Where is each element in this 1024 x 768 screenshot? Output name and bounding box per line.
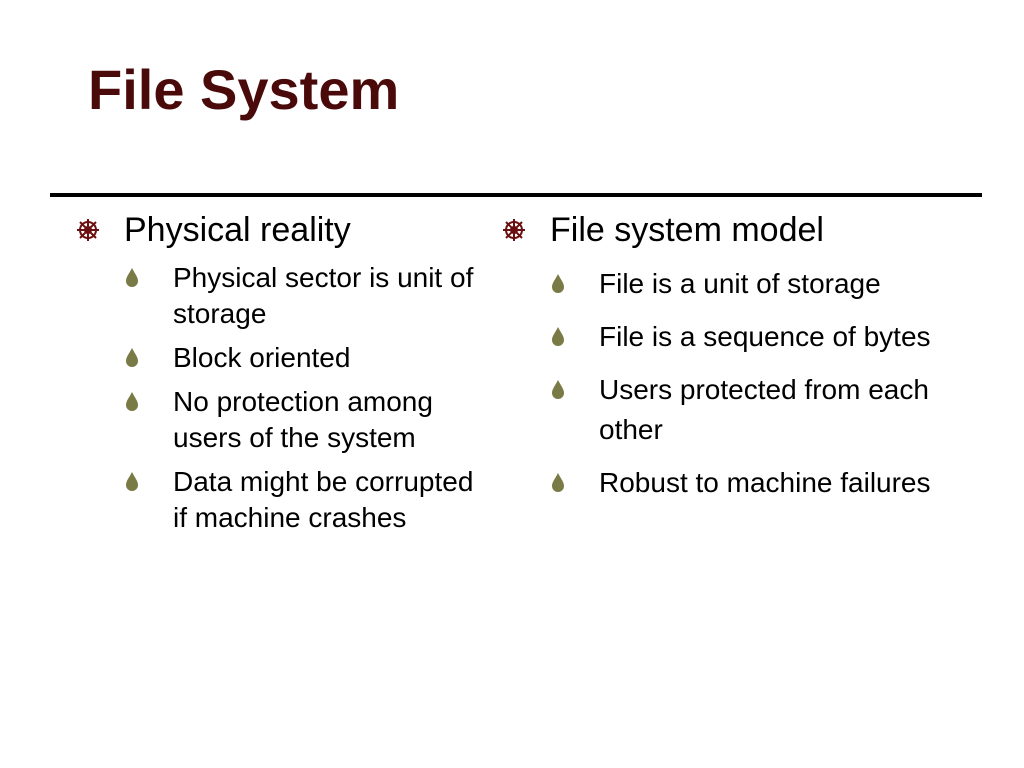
drop-bullet-icon bbox=[552, 473, 564, 492]
list-item-text: File is a unit of storage bbox=[599, 268, 881, 299]
drop-bullet-icon bbox=[126, 472, 138, 491]
left-heading: Physical reality bbox=[72, 210, 482, 250]
list-item-text: Block oriented bbox=[173, 342, 351, 373]
wheel-bullet-icon bbox=[77, 219, 99, 241]
list-item-text: Physical sector is unit of storage bbox=[173, 262, 474, 329]
right-heading: File system model bbox=[498, 210, 968, 250]
right-bullet-list: File is a unit of storage File is a sequ… bbox=[498, 264, 968, 503]
list-item: Physical sector is unit of storage bbox=[72, 260, 482, 332]
list-item: No protection among users of the system bbox=[72, 384, 482, 456]
list-item: Robust to machine failures bbox=[498, 463, 968, 503]
list-item: Data might be corrupted if machine crash… bbox=[72, 464, 482, 536]
title-divider bbox=[50, 193, 982, 197]
drop-bullet-icon bbox=[552, 274, 564, 293]
list-item-text: File is a sequence of bytes bbox=[599, 321, 931, 352]
slide-title: File System bbox=[88, 58, 400, 121]
right-column: File system model File is a unit of stor… bbox=[498, 210, 968, 516]
right-heading-label: File system model bbox=[550, 211, 824, 249]
list-item: File is a sequence of bytes bbox=[498, 317, 968, 357]
drop-bullet-icon bbox=[126, 392, 138, 411]
left-column: Physical reality Physical sector is unit… bbox=[72, 210, 482, 544]
wheel-bullet-icon bbox=[503, 219, 525, 241]
left-bullet-list: Physical sector is unit of storage Block… bbox=[72, 260, 482, 536]
list-item-text: Users protected from each other bbox=[599, 374, 929, 445]
list-item: Users protected from each other bbox=[498, 370, 968, 450]
drop-bullet-icon bbox=[126, 268, 138, 287]
list-item-text: Robust to machine failures bbox=[599, 467, 931, 498]
list-item: Block oriented bbox=[72, 340, 482, 376]
list-item-text: No protection among users of the system bbox=[173, 386, 433, 453]
list-item: File is a unit of storage bbox=[498, 264, 968, 304]
drop-bullet-icon bbox=[552, 380, 564, 399]
left-heading-label: Physical reality bbox=[124, 211, 351, 249]
drop-bullet-icon bbox=[552, 327, 564, 346]
drop-bullet-icon bbox=[126, 348, 138, 367]
list-item-text: Data might be corrupted if machine crash… bbox=[173, 466, 474, 533]
